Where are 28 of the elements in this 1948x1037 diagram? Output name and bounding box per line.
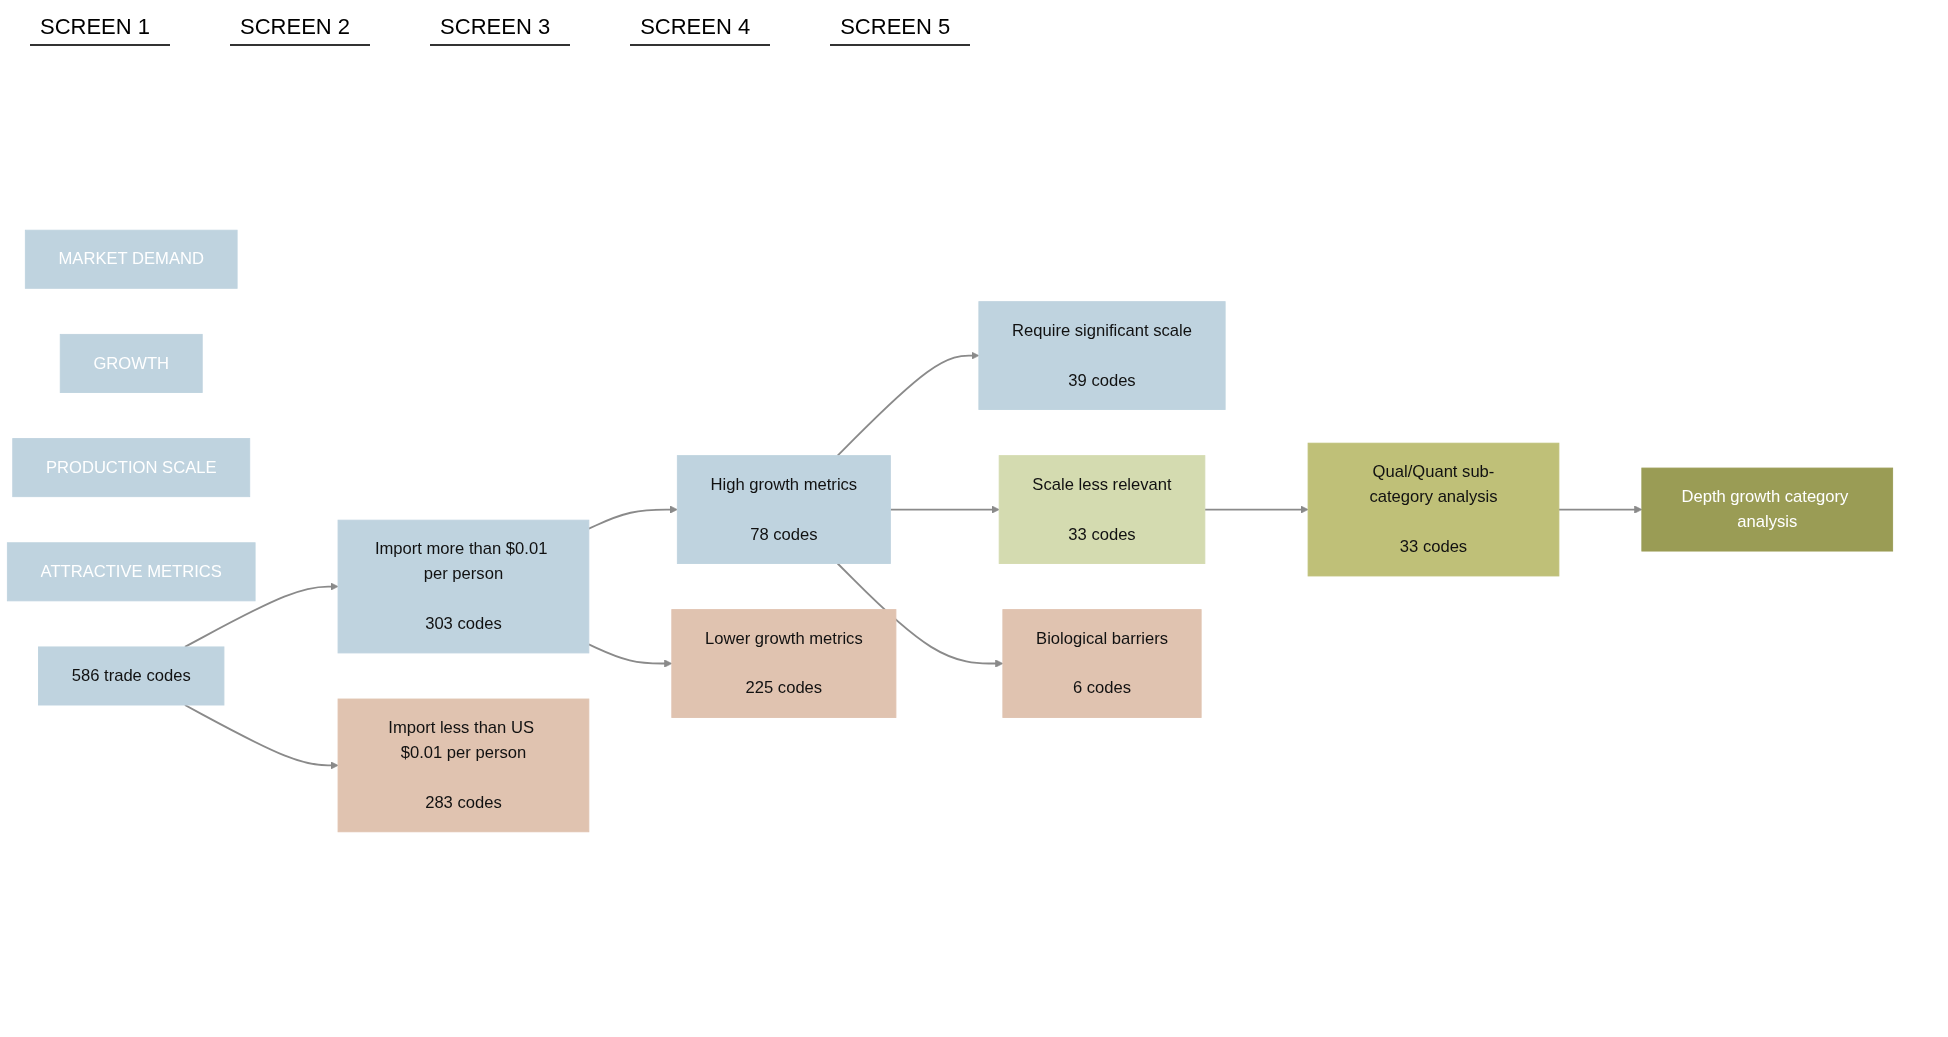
node-box: Qual/Quant sub-category analysis 33 codes — [1307, 442, 1560, 577]
node-box: GROWTH — [59, 333, 203, 393]
node-box: 586 trade codes — [38, 646, 225, 706]
screen-heading: SCREEN 5 — [830, 10, 971, 46]
node-box: PRODUCTION SCALE — [12, 438, 251, 498]
screen-heading: SCREEN 4 — [630, 10, 771, 46]
screen-heading: SCREEN 2 — [230, 10, 371, 46]
arrow — [587, 643, 673, 668]
node-box: MARKET DEMAND — [24, 229, 238, 289]
arrow — [587, 505, 678, 530]
arrow — [1203, 505, 1309, 514]
screen-heading: SCREEN 3 — [430, 10, 571, 46]
node-box: ATTRACTIVE METRICS — [6, 542, 256, 602]
node-box: Import more than $0.01 per person 303 codes — [337, 519, 590, 654]
node-box: Depth growth category analysis — [1641, 467, 1894, 552]
node-box: Import less than US $0.01 per person 283 codes — [337, 698, 590, 833]
node-box: Lower growth metrics 225 codes — [671, 609, 897, 718]
arrow — [184, 704, 339, 770]
arrow — [889, 505, 1000, 514]
arrow — [1557, 505, 1643, 514]
arrow — [836, 562, 1004, 668]
arrow — [836, 351, 980, 457]
node-box: Biological barriers 6 codes — [1002, 609, 1202, 718]
node-box: Scale less relevant 33 codes — [998, 455, 1206, 564]
screen-heading: SCREEN 1 — [30, 10, 171, 46]
node-box: High growth metrics 78 codes — [676, 455, 891, 564]
node-box: Require significant scale 39 codes — [978, 301, 1226, 410]
arrow — [184, 582, 339, 648]
